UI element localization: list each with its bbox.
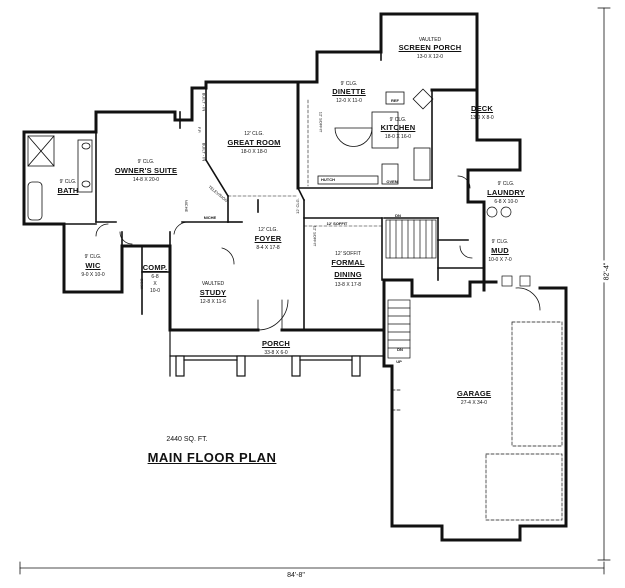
dinette-size: 12-0 X 11-0 xyxy=(336,98,362,104)
owners-suite-ceiling: 9' CLG. xyxy=(137,159,155,165)
stairs xyxy=(385,219,437,359)
door-swings xyxy=(95,175,541,331)
square-footage: 2440 SQ. FT. xyxy=(166,436,208,443)
wic-size: 9-0 X 10-0 xyxy=(81,272,105,278)
porch-columns xyxy=(169,329,385,377)
laundry-name: LAUNDRY xyxy=(487,188,525,197)
built-in-label-2: BUILT - IN xyxy=(201,142,207,162)
deck-name: DECK xyxy=(470,104,494,113)
hutch-label: HUTCH xyxy=(321,177,335,182)
screen-porch-size: 13-0 X 12-0 xyxy=(416,54,444,60)
foyer-ceiling: 12' CLG. xyxy=(258,227,278,233)
foyer-name: FOYER xyxy=(254,234,282,243)
formal-dining-name-2: DINING xyxy=(334,270,362,279)
porch-name: PORCH xyxy=(261,339,291,348)
kitchen-ceiling: 9' CLG. xyxy=(389,117,407,123)
stair-down-label-2: DN xyxy=(397,347,403,352)
garage-walls xyxy=(382,286,568,542)
garage-size: 27-4 X 34-0 xyxy=(460,400,488,406)
soffit-label-3: 12' SOFFIT xyxy=(318,111,324,133)
bath-fixtures xyxy=(27,135,93,221)
desk-label: DESK xyxy=(139,278,145,290)
mud-name: MUD xyxy=(491,246,509,255)
wic-name: WIC xyxy=(85,261,101,270)
garage-name: GARAGE xyxy=(456,389,492,398)
laundry-fixtures xyxy=(486,206,531,287)
plan-title: MAIN FLOOR PLAN xyxy=(147,450,277,465)
overall-width: 84'-8" xyxy=(285,572,307,579)
great-room-name: GREAT ROOM xyxy=(227,138,281,147)
ref-label: REF xyxy=(391,98,399,103)
built-in-label-1: BUILT - IN xyxy=(201,92,207,112)
exterior-walls xyxy=(22,12,522,368)
great-room-size: 18-0 X 18-0 xyxy=(240,149,268,155)
dinette-ceiling: 9' CLG. xyxy=(340,81,358,87)
bath-name: BATH xyxy=(57,186,79,195)
comp-name: COMP. xyxy=(142,263,168,272)
dimension-lines xyxy=(19,7,611,575)
foyer-size: 8-4 X 17-8 xyxy=(256,245,280,251)
owners-suite-size: 14-8 X 20-0 xyxy=(132,177,160,183)
ceiling-label-12: 12' CLG. xyxy=(294,198,300,214)
soffit-label-2: 12' SOFFIT xyxy=(312,225,318,247)
owners-suite-name: OWNER'S SUITE xyxy=(114,166,178,175)
kitchen-size: 18-0 X 16-0 xyxy=(384,134,412,140)
stair-down-label-1: DN xyxy=(395,213,401,218)
formal-dining-size: 13-8 X 17-8 xyxy=(334,282,362,288)
bath-ceiling: 9' CLG. xyxy=(59,179,77,185)
interior-walls xyxy=(63,51,485,331)
comp-size-3: 10-0 xyxy=(149,288,161,294)
formal-dining-ceiling: 12' SOFFIT xyxy=(335,251,361,257)
study-size: 12-8 X 11-6 xyxy=(200,299,226,305)
mud-ceiling: 9' CLG. xyxy=(491,239,509,245)
overall-depth: 82'-4" xyxy=(603,260,611,283)
comp-size-1: 6-8 xyxy=(151,274,159,280)
laundry-ceiling: 9' CLG. xyxy=(497,181,515,187)
study-ceiling: VAULTED xyxy=(201,281,225,287)
deck-size: 13-0 X 8-0 xyxy=(470,115,494,121)
great-room-ceiling: 12' CLG. xyxy=(244,131,264,137)
oven-label: OVEN xyxy=(386,179,398,184)
kitchen-name: KITCHEN xyxy=(380,123,416,132)
soffit-label-1: 12' SOFFIT xyxy=(326,221,348,226)
screen-porch-name: SCREEN PORCH xyxy=(398,43,462,52)
porch-size: 33-8 X 6-0 xyxy=(264,350,288,356)
garage-details xyxy=(303,217,563,521)
formal-dining-name-1: FORMAL xyxy=(331,258,365,267)
screen-porch-ceiling: VAULTED xyxy=(418,37,442,43)
dinette-name: DINETTE xyxy=(332,87,366,96)
fireplace-label: F.P. xyxy=(197,126,203,134)
comp-size-2: X xyxy=(153,281,157,287)
study-name: STUDY xyxy=(199,288,227,297)
stair-up-label: UP xyxy=(396,359,402,364)
niche-label-1: NICHE xyxy=(184,199,190,213)
niche-label-2: NICHE xyxy=(203,215,217,220)
soffit-lines xyxy=(227,99,383,227)
kitchen-fixtures xyxy=(317,88,434,185)
wic-ceiling: 9' CLG. xyxy=(84,254,102,260)
mud-size: 10-0 X 7-0 xyxy=(488,257,512,263)
laundry-size: 6-8 X 10-0 xyxy=(494,199,518,205)
